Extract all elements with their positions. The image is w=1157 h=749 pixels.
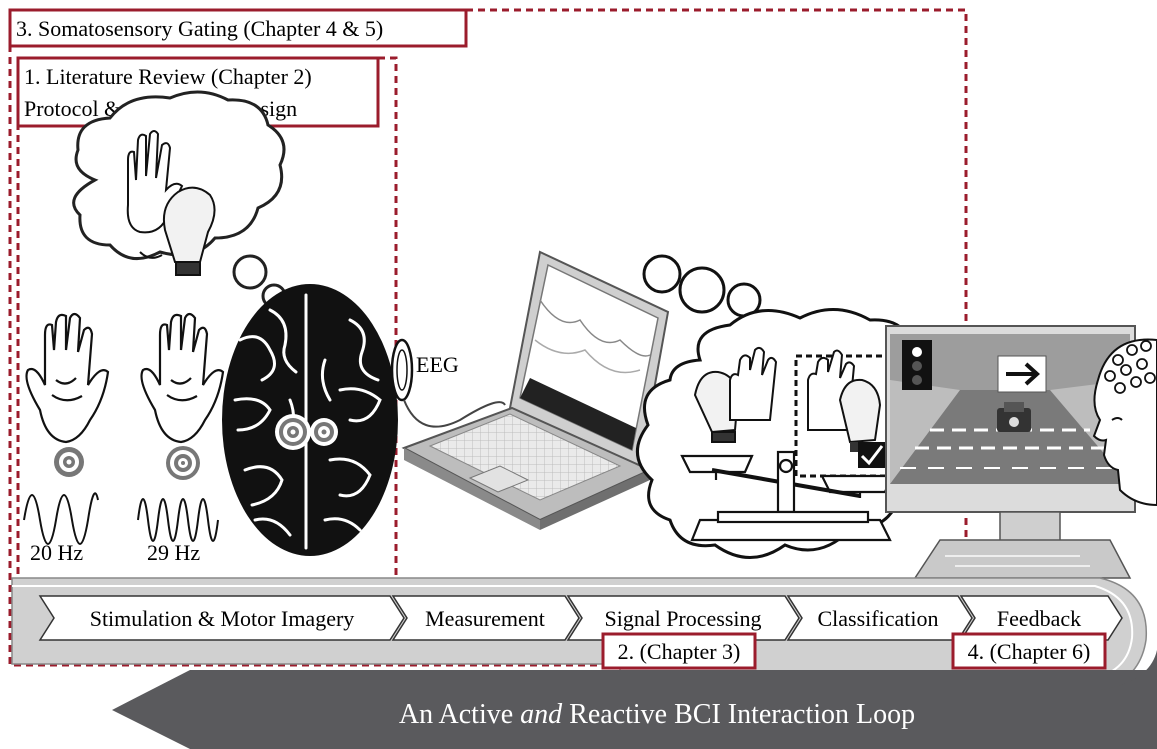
pipeline-chevron-2 [391,595,580,641]
pipeline-step-measurement: Measurement [425,606,545,631]
eeg-label: EEG [416,352,459,377]
brain-stimulation-targets [275,414,338,450]
banner-title-prefix: An Active [399,699,520,730]
left-hand-icon [25,312,110,444]
banner-title-emphasis: and [520,699,563,730]
chapter6-label: 4. (Chapter 6) [968,639,1091,664]
right-hand-icon [140,312,225,444]
balance-scale-icon [680,450,894,542]
bottom-banner [112,670,1157,749]
literature-region [16,56,398,582]
race-car-icon [997,402,1031,432]
pipeline-step-stimulation: Stimulation & Motor Imagery [90,606,355,631]
user-head-with-eeg-cap-icon [1092,338,1157,507]
pipeline-chevron-5 [959,595,1123,641]
pipeline-step-feedback: Feedback [997,606,1081,631]
chapter3-label: 2. (Chapter 3) [618,639,741,664]
hands-option-right-box [794,349,898,478]
banner-title-suffix: Reactive BCI Interaction Loop [562,699,915,730]
chapter6-box: 4. (Chapter 6) [951,632,1107,670]
somatosensory-title-box: 3. Somatosensory Gating (Chapter 4 & 5) [8,8,468,48]
monitor-icon [885,325,1136,579]
chapter3-box: 2. (Chapter 3) [601,632,757,670]
sine-wave-29hz [137,498,219,542]
pipeline-step-signal-processing: Signal Processing [604,606,761,631]
literature-title-box: 1. Literature Review (Chapter 2) Protoco… [16,56,380,128]
pipeline-labels: Stimulation & Motor Imagery Measurement … [90,606,1081,631]
frequency-label-20hz: 20 Hz [30,540,83,565]
literature-title: 1. Literature Review (Chapter 2) [24,64,312,89]
frequency-label-29hz: 29 Hz [147,540,200,565]
laptop-icon [401,250,670,530]
eeg-sensor-icon [390,338,506,428]
brain-icon [222,284,398,556]
pipeline-chevron-3 [566,595,800,641]
banner-title: An Active and Reactive BCI Interaction L… [399,699,915,730]
somatosensory-region [8,8,968,667]
pipeline [38,595,1123,641]
pipeline-chevron-1 [38,595,405,641]
hands-option-left-icon [693,346,778,443]
imagined-hands-icon [126,130,216,276]
right-stimulation-target [166,446,200,480]
pipeline-step-classification: Classification [818,606,939,631]
left-stimulation-target [54,447,84,477]
somatosensory-title: 3. Somatosensory Gating (Chapter 4 & 5) [16,16,383,41]
sine-wave-20hz [23,492,99,545]
